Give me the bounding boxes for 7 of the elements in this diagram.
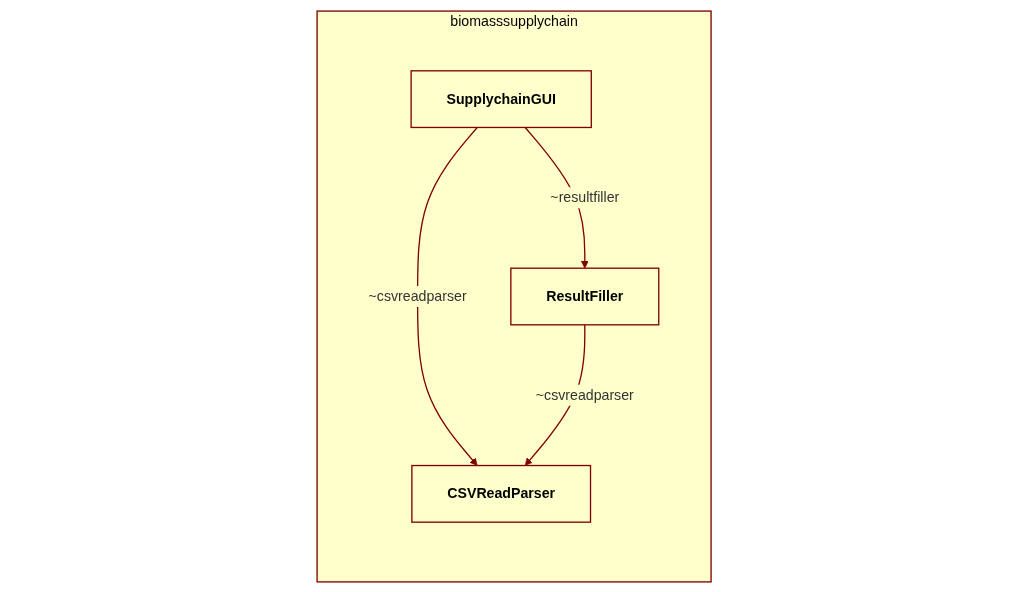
arrow — [416, 126, 478, 466]
node-box: CSVReadParser — [411, 464, 592, 523]
node-box: ResultFiller — [510, 267, 660, 325]
edge-label: ~csvreadparser — [535, 386, 634, 402]
edge-label: ~resultfiller — [550, 189, 620, 205]
node-box: SupplychainGUI — [410, 69, 592, 128]
edge-label: ~csvreadparser — [368, 288, 467, 304]
